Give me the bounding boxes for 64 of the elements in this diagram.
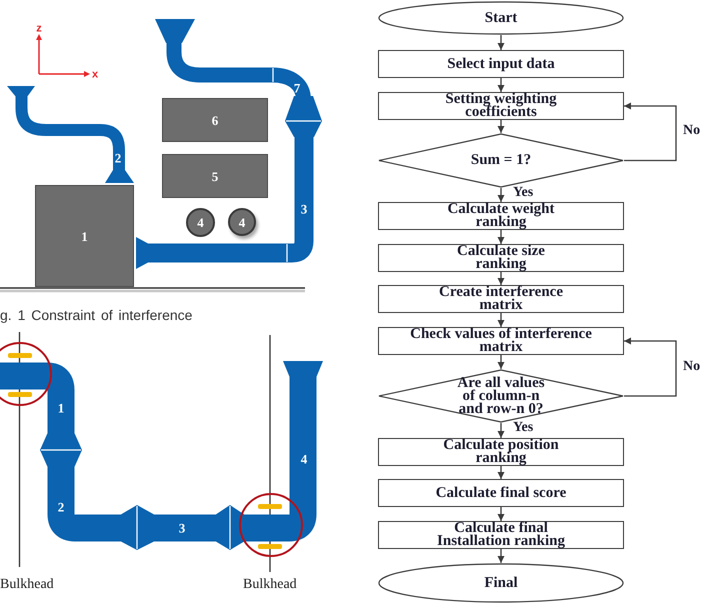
process-label: Calculate final score — [436, 486, 566, 500]
pipe-number: 1 — [58, 402, 64, 414]
axis-label: z — [36, 24, 42, 34]
process-label: Check values of interference matrix — [409, 328, 593, 354]
process-box — [378, 202, 624, 230]
arrow — [498, 423, 504, 438]
arrow — [498, 466, 504, 479]
equipment-box — [35, 185, 134, 287]
process-box — [378, 285, 624, 313]
pipe-number: 7 — [294, 82, 300, 94]
decision-label: Are all values of column-n and row-n 0? — [456, 376, 546, 416]
terminal-label: Start — [484, 12, 518, 24]
decision-diamond — [378, 133, 624, 188]
process-label: Calculate size ranking — [456, 245, 546, 271]
process-label: Select input data — [447, 58, 555, 70]
arrow — [498, 230, 504, 244]
process-box — [378, 521, 624, 549]
process-box — [378, 479, 624, 507]
equipment-number: 4 — [197, 216, 204, 229]
pipe-number: 3 — [300, 202, 308, 216]
process-box — [378, 327, 624, 355]
process-label: Calculate position ranking — [442, 439, 560, 465]
edge-label: Yes — [513, 186, 534, 200]
process-label: Setting weighting coefficients — [444, 93, 558, 119]
bulkhead-label: Bulkhead — [0, 578, 54, 592]
arrow — [498, 120, 504, 133]
arrow — [498, 313, 504, 327]
decision-diamond — [378, 369, 624, 423]
arrow — [498, 78, 504, 92]
terminal-label: Final — [484, 576, 518, 590]
arrow — [498, 35, 504, 50]
edge-label: Yes — [513, 421, 534, 435]
arrow — [498, 355, 504, 369]
process-box — [378, 92, 624, 120]
equipment-box — [162, 98, 268, 142]
decision-label: Sum = 1? — [470, 154, 532, 167]
edge-label: No — [683, 360, 700, 374]
process-box — [378, 244, 624, 272]
process-label: Create interference matrix — [438, 286, 564, 312]
edge-label: No — [683, 124, 700, 138]
pipe-number: 3 — [178, 522, 186, 534]
pipe-number: 2 — [114, 152, 122, 164]
terminal-ellipse — [378, 563, 624, 603]
arrow — [498, 549, 504, 563]
arrow — [498, 507, 504, 521]
bulkhead-label: Bulkhead — [243, 578, 297, 592]
equipment-box — [162, 154, 268, 198]
equipment-number: 4 — [238, 216, 246, 228]
terminal-ellipse — [378, 1, 624, 35]
process-box — [378, 50, 624, 78]
equipment-number: 1 — [81, 230, 88, 242]
arrow — [624, 102, 677, 162]
pipe-number: 4 — [300, 452, 308, 466]
process-label: Calculate final Installation ranking — [436, 522, 566, 548]
process-label: Calculate weight ranking — [446, 203, 556, 229]
arrow — [498, 272, 504, 285]
pipe-number: 2 — [58, 500, 64, 514]
arrow — [498, 188, 504, 202]
axis-label: x — [92, 70, 98, 80]
equipment-number: 5 — [212, 170, 218, 182]
process-box — [378, 438, 624, 466]
figure-caption: g. 1 Constraint of interference — [0, 308, 192, 322]
arrow — [624, 338, 677, 397]
equipment-number: 6 — [212, 114, 218, 126]
